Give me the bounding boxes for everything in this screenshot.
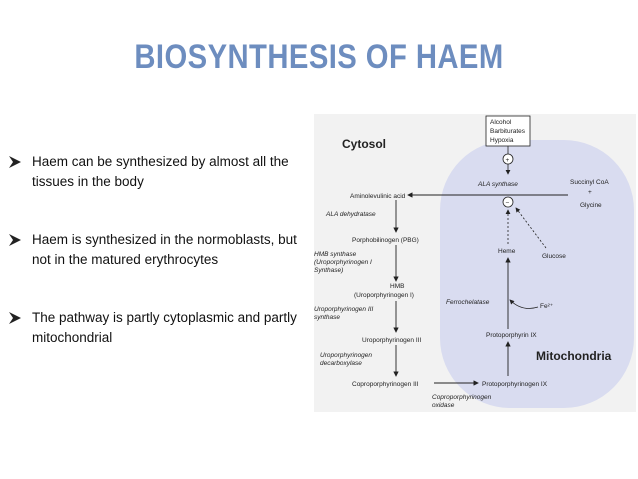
bullet-text: The pathway is partly cytoplasmic and pa… xyxy=(32,310,297,345)
mitochondria-label: Mitochondria xyxy=(536,349,612,363)
plus-label: + xyxy=(588,189,592,196)
regulator-hypoxia: Hypoxia xyxy=(490,137,514,144)
heme-label: Heme xyxy=(498,248,516,255)
uroporphyrinogen-iii-label: Uroporphyrinogen III xyxy=(362,337,421,344)
regulator-barbiturates: Barbiturates xyxy=(490,128,526,135)
hmb-synthase-label-2: (Uroporphyrinogen I xyxy=(314,259,372,266)
uro-decarboxylase-label-2: decarboxylase xyxy=(320,360,362,367)
haem-pathway-diagram: Cytosol Mitochondria Alcohol Barbiturate… xyxy=(312,104,638,414)
glucose-label: Glucose xyxy=(542,253,566,260)
bullet-item: Haem can be synthesized by almost all th… xyxy=(6,152,306,192)
uro-iii-synthase-label-1: Uroporphyrinogen III xyxy=(314,306,373,313)
bullet-text: Haem can be synthesized by almost all th… xyxy=(32,154,289,189)
cytosol-label: Cytosol xyxy=(342,137,386,151)
bullet-item: The pathway is partly cytoplasmic and pa… xyxy=(6,308,306,348)
arrowhead-bullet-icon xyxy=(9,156,21,168)
uro-iii-synthase-label-2: synthase xyxy=(314,314,340,321)
porphobilinogen-label: Porphobilinogen (PBG) xyxy=(352,237,419,244)
minus-sign: − xyxy=(506,200,510,207)
bullet-text: Haem is synthesized in the normoblasts, … xyxy=(32,232,297,267)
ferrochelatase-label: Ferrochelatase xyxy=(446,299,490,306)
protoporphyrin-ix-label: Protoporphyrin IX xyxy=(486,332,537,339)
regulator-alcohol: Alcohol xyxy=(490,119,512,126)
plus-sign: + xyxy=(506,157,510,164)
uro-decarboxylase-label-1: Uroporphyrinogen xyxy=(320,352,372,359)
coproporphyrinogen-iii-label: Coproporphyrinogen III xyxy=(352,381,419,388)
hmb-synthase-label-3: Synthase) xyxy=(314,267,343,274)
ferrous-iron-label: Fe²⁺ xyxy=(540,303,554,310)
ala-dehydratase-label: ALA dehydratase xyxy=(325,211,376,218)
mitochondria-compartment xyxy=(440,140,634,408)
copro-oxidase-label-1: Coproporphyrinogen xyxy=(432,394,492,401)
minus-circle-icon xyxy=(502,196,514,208)
hmb-label: HMB xyxy=(390,283,404,290)
hmb-synthase-label-1: HMB synthase xyxy=(314,251,357,258)
glycine-label: Glycine xyxy=(580,202,602,209)
bullet-item: Haem is synthesized in the normoblasts, … xyxy=(6,230,306,270)
aminolevulinic-acid-label: Aminolevulinic acid xyxy=(350,193,406,200)
regulator-box xyxy=(485,115,531,147)
arrowhead-bullet-icon xyxy=(9,234,21,246)
pathway-svg: Cytosol Mitochondria Alcohol Barbiturate… xyxy=(314,114,636,412)
arrowhead-bullet-icon xyxy=(9,312,21,324)
bullet-list: Haem can be synthesized by almost all th… xyxy=(6,152,306,386)
ala-synthase-label: ALA synthase xyxy=(477,181,518,188)
slide-title: BIOSYNTHESIS OF HAEM xyxy=(134,38,504,76)
succinyl-coa-label: Succinyl CoA xyxy=(570,179,609,186)
copro-oxidase-label-2: oxidase xyxy=(432,402,455,409)
uroporphyrinogen-i-label: (Uroporphyrinogen I) xyxy=(354,292,414,299)
protoporphyrinogen-ix-label: Protoporphyrinogen IX xyxy=(482,381,548,388)
